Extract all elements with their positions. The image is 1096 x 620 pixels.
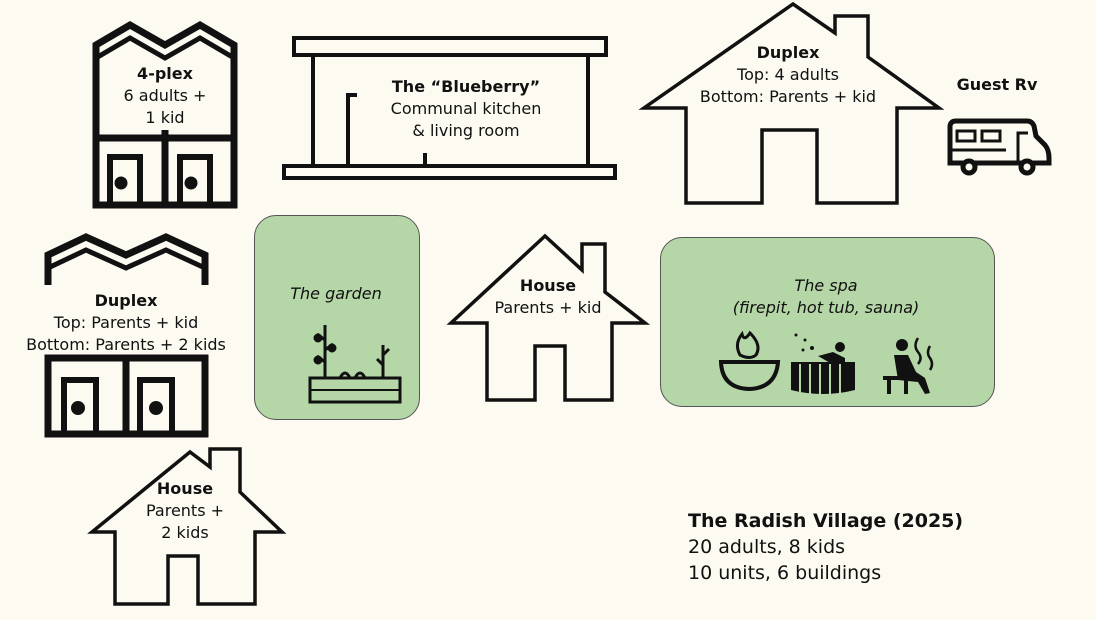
house-bottom-occupants-2: 2 kids bbox=[161, 523, 209, 542]
garden-area bbox=[254, 215, 420, 420]
guest-rv-title: Guest Rv bbox=[956, 75, 1038, 94]
house-middle-occupants: Parents + kid bbox=[494, 298, 602, 317]
fourplex-occupants-2: 1 kid bbox=[145, 108, 185, 127]
duplex-bottom: Bottom: Parents + kid bbox=[699, 87, 877, 106]
garden-label: The garden bbox=[290, 284, 382, 303]
duplex-left-title: Duplex bbox=[94, 291, 158, 310]
house-middle-label: House Parents + kid bbox=[495, 275, 602, 319]
rv-icon bbox=[947, 118, 1052, 176]
duplex-top-right-label: Duplex Top: 4 adults Bottom: Parents + k… bbox=[700, 42, 876, 108]
summary-units: 10 units, 6 buildings bbox=[688, 562, 882, 584]
duplex-left-label: Duplex Top: Parents + kid Bottom: Parent… bbox=[26, 290, 226, 356]
duplex-house-icon bbox=[638, 1, 945, 205]
hot-tub-icon bbox=[791, 333, 855, 394]
blueberry-building-icon bbox=[282, 36, 617, 180]
summary-title: The Radish Village (2025) bbox=[688, 510, 964, 532]
blueberry-desc-2: & living room bbox=[412, 121, 520, 140]
garden-planter-icon bbox=[308, 325, 402, 404]
house-bottom-icon bbox=[87, 447, 287, 606]
fourplex-title: 4-plex bbox=[137, 64, 193, 83]
house-middle-title: House bbox=[519, 276, 577, 295]
spa-subtitle: (firepit, hot tub, sauna) bbox=[732, 298, 920, 317]
guest-rv-label: Guest Rv bbox=[957, 74, 1038, 96]
duplex-left-top: Top: Parents + kid bbox=[53, 313, 199, 332]
house-middle-icon bbox=[446, 233, 651, 402]
blueberry-label: The “Blueberry” Communal kitchen & livin… bbox=[391, 76, 542, 142]
spa-label: The spa (firepit, hot tub, sauna) bbox=[733, 275, 920, 319]
house-bottom-label: House Parents + 2 kids bbox=[146, 478, 224, 544]
fourplex-label: 4-plex 6 adults + 1 kid bbox=[124, 63, 207, 129]
summary-residents: 20 adults, 8 kids bbox=[688, 536, 846, 558]
sauna-icon bbox=[883, 337, 934, 394]
house-bottom-title: House bbox=[156, 479, 214, 498]
duplex-left-icon bbox=[44, 233, 209, 438]
village-summary: The Radish Village (2025) 20 adults, 8 k… bbox=[688, 508, 963, 586]
fourplex-occupants: 6 adults + bbox=[123, 86, 207, 105]
duplex-top: Top: 4 adults bbox=[737, 65, 839, 84]
blueberry-desc-1: Communal kitchen bbox=[390, 99, 542, 118]
firepit-icon bbox=[718, 330, 781, 392]
spa-title: The spa bbox=[794, 276, 858, 295]
house-bottom-occupants: Parents + bbox=[145, 501, 225, 520]
duplex-left-bottom: Bottom: Parents + 2 kids bbox=[26, 335, 226, 354]
blueberry-title: The “Blueberry” bbox=[391, 77, 541, 96]
fourplex-icon bbox=[92, 20, 238, 209]
duplex-title: Duplex bbox=[756, 43, 820, 62]
